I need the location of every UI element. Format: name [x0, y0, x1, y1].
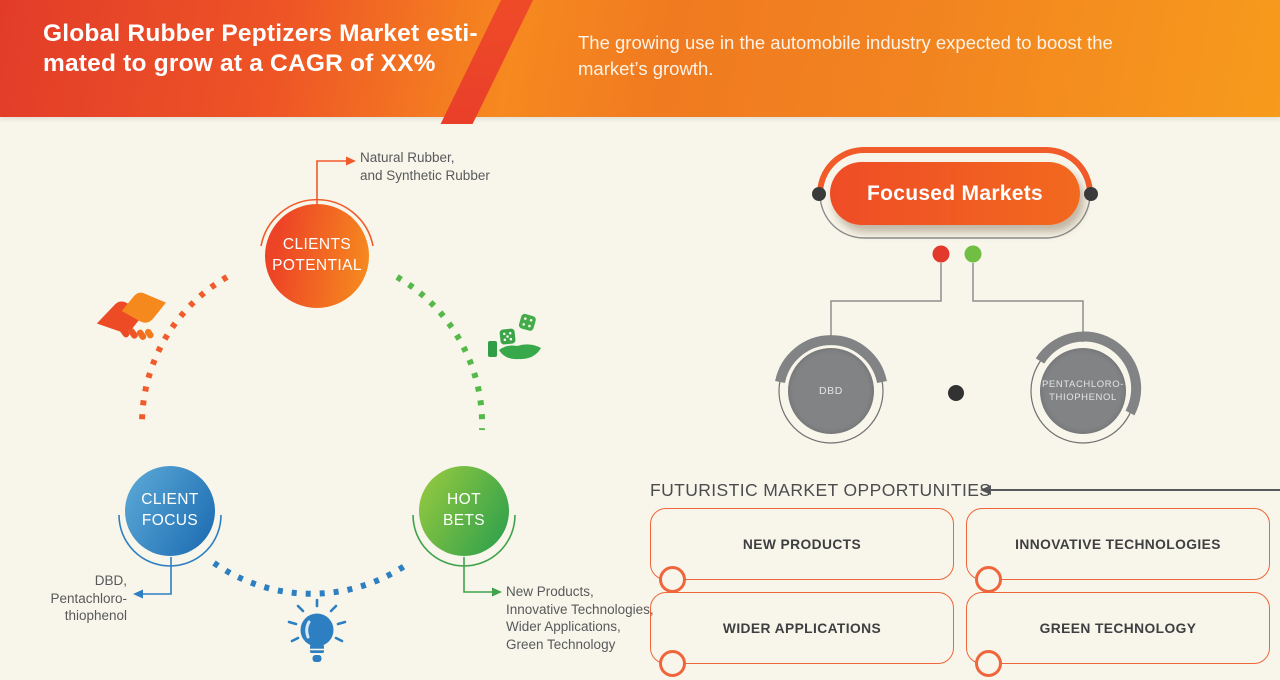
dashed-arc-orange [139, 274, 229, 425]
page-title: Global Rubber Peptizers Market esti- mat… [43, 20, 478, 77]
cycle-node-clients-potential: CLIENTS POTENTIAL [265, 204, 369, 308]
handshake-icon [96, 292, 166, 340]
corner-ring-icon [975, 566, 1002, 593]
lightbulb-icon [287, 598, 347, 662]
branch-dot-green [964, 245, 982, 263]
opportunity-label: INNOVATIVE TECHNOLOGIES [1015, 536, 1221, 552]
opportunity-box-new-products: NEW PRODUCTS [650, 508, 954, 593]
focused-markets-pill: Focused Markets [830, 162, 1080, 225]
segment-circle-dbd: DBD [788, 348, 874, 434]
page-subtitle: The growing use in the automobile indust… [578, 32, 1113, 79]
dashed-arc-blue [212, 560, 411, 597]
opportunity-label: WIDER APPLICATIONS [722, 620, 882, 636]
cycle-node-hot-bets: HOT BETS [419, 466, 509, 556]
opportunities-arrow [980, 485, 1280, 495]
opportunity-label: NEW PRODUCTS [742, 536, 862, 552]
branch-dot-red [932, 245, 950, 263]
stadium-end-dot-right [1084, 187, 1098, 201]
corner-ring-icon [659, 566, 686, 593]
corner-ring-icon [659, 650, 686, 677]
connector-hot-bets [463, 557, 502, 597]
header-banner: Global Rubber Peptizers Market esti- mat… [0, 0, 1280, 124]
annotation-hot-bets: New Products, Innovative Technologies, W… [506, 584, 654, 652]
connector-client-focus [133, 557, 172, 599]
cycle-node-client-focus: CLIENT FOCUS [125, 466, 215, 556]
dashed-arc-green [395, 274, 486, 431]
segment-center-dot [948, 385, 964, 401]
hand-dice-icon [488, 313, 541, 360]
opportunity-box-innovative-technologies: INNOVATIVE TECHNOLOGIES [966, 508, 1270, 593]
annotation-client-focus: DBD, Pentachloro- thiophenol [50, 573, 127, 624]
branch-line-left [830, 263, 942, 342]
corner-ring-icon [975, 650, 1002, 677]
segment-circle-pentachloro: PENTACHLORO- THIOPHENOL [1040, 348, 1126, 434]
opportunity-box-wider-applications: WIDER APPLICATIONS [650, 592, 954, 677]
opportunity-box-green-technology: GREEN TECHNOLOGY [966, 592, 1270, 677]
annotation-clients-potential: Natural Rubber, and Synthetic Rubber [360, 150, 490, 183]
branch-line-right [972, 263, 1084, 342]
connector-clients-potential [316, 156, 356, 204]
opportunities-heading: FUTURISTIC MARKET OPPORTUNITIES [650, 480, 992, 500]
stadium-end-dot-left [812, 187, 826, 201]
opportunity-label: GREEN TECHNOLOGY [1039, 620, 1197, 636]
